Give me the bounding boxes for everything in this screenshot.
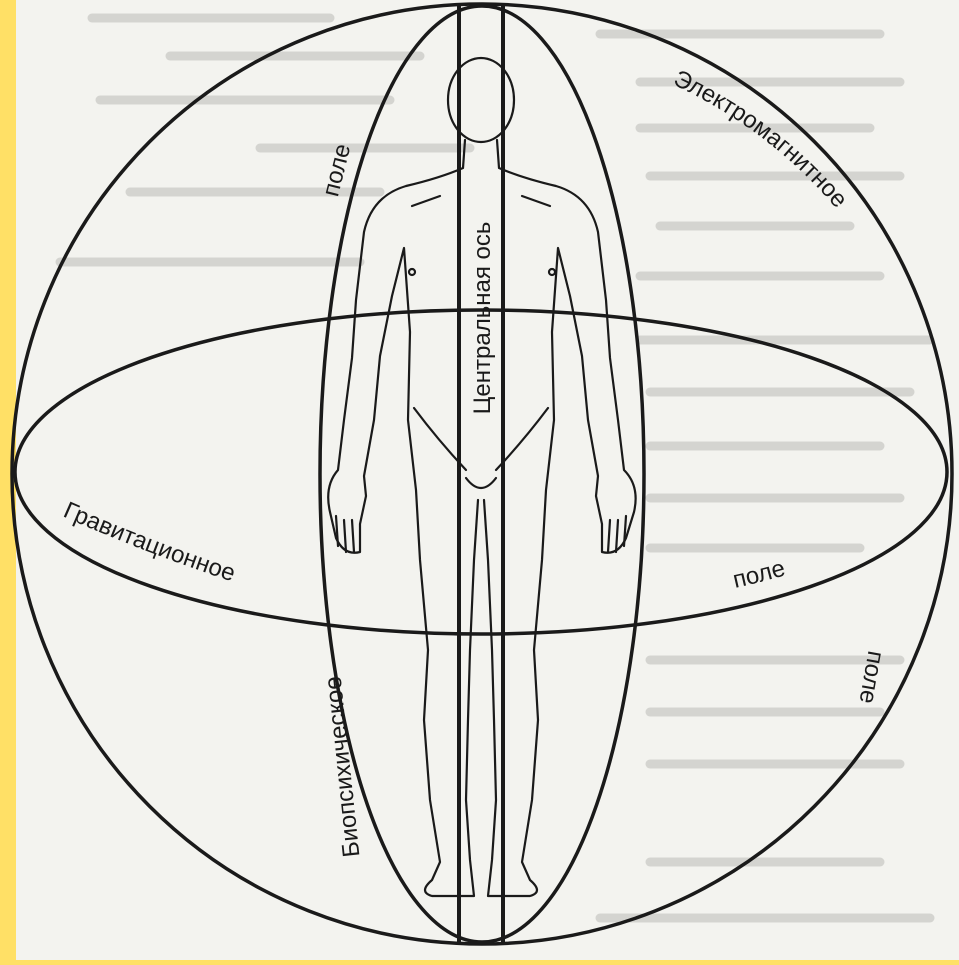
central-axis-label: Центральная ось — [469, 222, 496, 415]
